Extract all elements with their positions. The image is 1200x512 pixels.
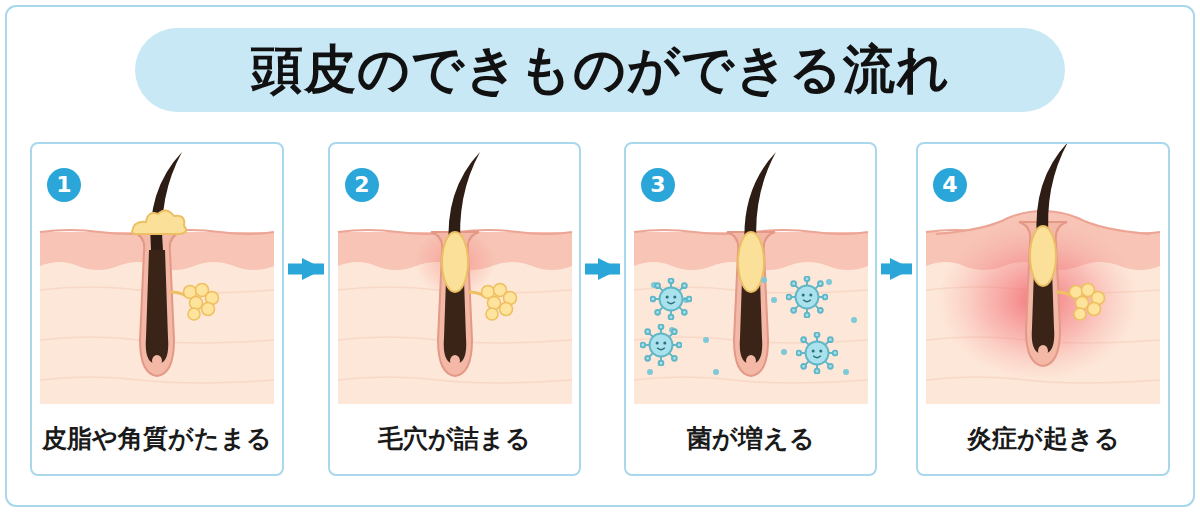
step-caption: 毛穴が詰まる: [330, 422, 579, 455]
skin-figure: [338, 152, 572, 404]
step-caption: 炎症が起きる: [918, 422, 1168, 455]
flow-arrow: [881, 263, 912, 274]
step-panel: 炎症が起きる 4: [916, 142, 1170, 476]
title-banner: 頭皮のできものができる流れ: [135, 28, 1065, 112]
step-number: 3: [641, 168, 675, 202]
step-panel: 毛穴が詰まる 2: [328, 142, 581, 476]
callout-number: 2: [354, 174, 369, 196]
step-panel: 皮脂や角質がたまる 1: [30, 142, 284, 476]
step-caption: 菌が増える: [626, 422, 875, 455]
callout-number: 1: [56, 174, 71, 196]
title: 頭皮のできものができる流れ: [251, 35, 950, 105]
step-caption: 皮脂や角質がたまる: [32, 422, 282, 455]
step-number: 1: [47, 168, 81, 202]
flow-arrow: [288, 263, 324, 274]
step-number: 2: [345, 168, 379, 202]
flow-arrow: [585, 263, 620, 274]
skin-figure: [634, 152, 868, 404]
step-panel: 菌が増える 3: [624, 142, 877, 476]
step-number: 4: [933, 168, 967, 202]
outer-frame: [6, 6, 1194, 506]
callout-number: 3: [650, 174, 665, 196]
callout-number: 4: [942, 174, 957, 196]
skin-figure: [926, 142, 1160, 404]
skin-figure: [40, 152, 274, 404]
